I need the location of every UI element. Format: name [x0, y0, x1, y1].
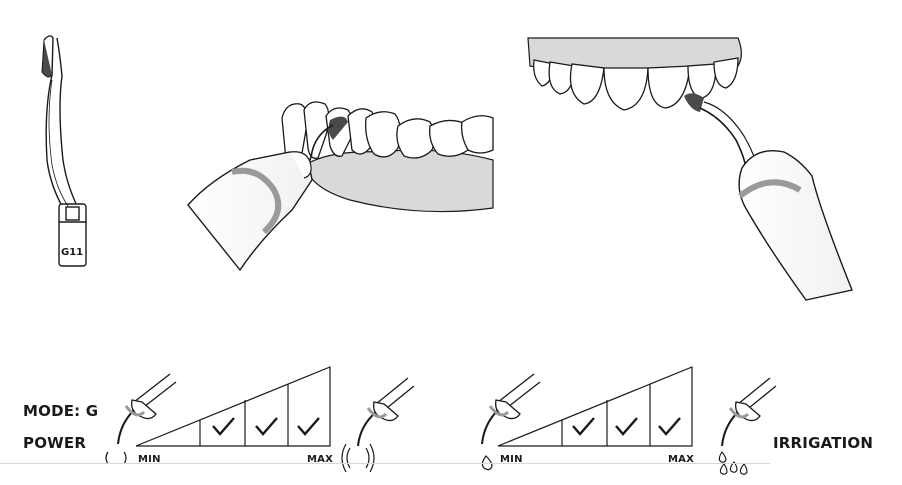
handpiece-low-icon — [481, 373, 541, 445]
irrigation-check-3 — [658, 417, 681, 436]
check-icon — [615, 417, 638, 436]
handpiece-low-icon — [117, 373, 177, 445]
check-icon — [212, 417, 235, 436]
power-check-2 — [255, 417, 278, 436]
vibration-high-icon — [341, 443, 375, 473]
check-icon — [658, 417, 681, 436]
power-max-label: MAX — [307, 454, 334, 465]
lower-jaw-illustration — [187, 101, 494, 272]
tip-code-label: G11 — [61, 247, 84, 258]
irrigation-max-label: MAX — [668, 454, 695, 465]
check-icon — [255, 417, 278, 436]
irrigation-label: IRRIGATION — [773, 434, 874, 452]
tip-g11-illustration — [41, 35, 87, 267]
upper-jaw-illustration — [527, 37, 853, 301]
vibration-low-icon — [105, 451, 127, 465]
irrigation-min-label: MIN — [500, 454, 523, 465]
power-min-label: MIN — [138, 454, 161, 465]
power-label: POWER — [23, 434, 87, 452]
handpiece-high-icon — [721, 377, 777, 447]
power-check-1 — [212, 417, 235, 436]
check-icon — [572, 417, 595, 436]
power-setting-graph — [105, 366, 415, 473]
irrigation-check-1 — [572, 417, 595, 436]
irrigation-check-2 — [615, 417, 638, 436]
footer-rule — [0, 463, 770, 464]
handpiece-high-icon — [357, 377, 415, 447]
check-icon — [297, 417, 320, 436]
mode-label: MODE: G — [23, 402, 99, 420]
power-check-3 — [297, 417, 320, 436]
irrigation-setting-graph — [481, 366, 777, 475]
drop-high-icon — [718, 451, 748, 475]
